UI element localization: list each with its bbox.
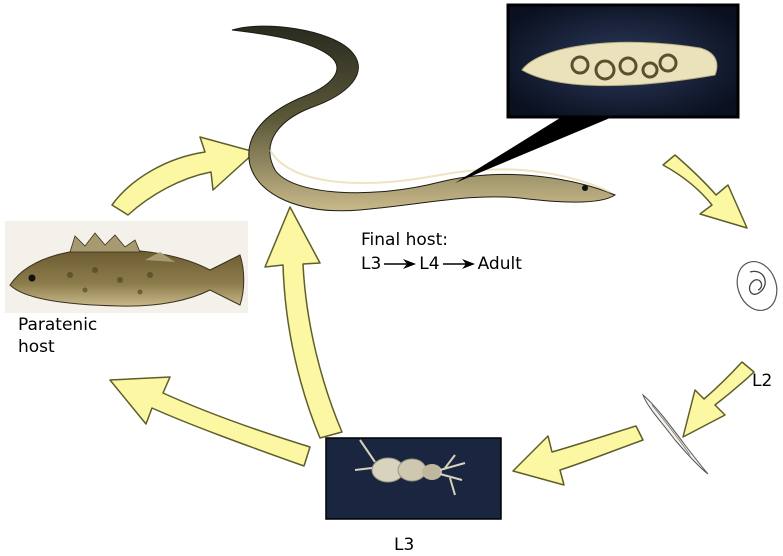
- curved-arrow-icon: [265, 207, 342, 438]
- swim-bladder-inset-image: [508, 5, 738, 117]
- curved-arrow-icon: [112, 137, 255, 215]
- egg-image: [731, 256, 783, 316]
- curved-arrow-icon: [110, 377, 310, 466]
- final-host-stages: L3 L4 Adult: [361, 253, 522, 275]
- stage-adult-label: Adult: [478, 253, 522, 275]
- paratenic-host-label: Paratenic host: [18, 314, 128, 358]
- stage-l4-label: L4: [419, 253, 439, 275]
- inset-pointer: [455, 118, 610, 183]
- l2-label: L2: [752, 370, 772, 392]
- final-host-label: Final host:: [361, 229, 448, 251]
- curved-arrow-icon: [513, 426, 643, 485]
- curved-arrow-icon: [663, 155, 747, 228]
- stage-l3-label: L3: [361, 253, 381, 275]
- right-arrow-icon: [442, 259, 476, 269]
- curved-arrow-icon: [683, 362, 754, 437]
- fish-image: [5, 221, 248, 313]
- copepod-image: [326, 438, 501, 519]
- right-arrow-icon: [383, 259, 417, 269]
